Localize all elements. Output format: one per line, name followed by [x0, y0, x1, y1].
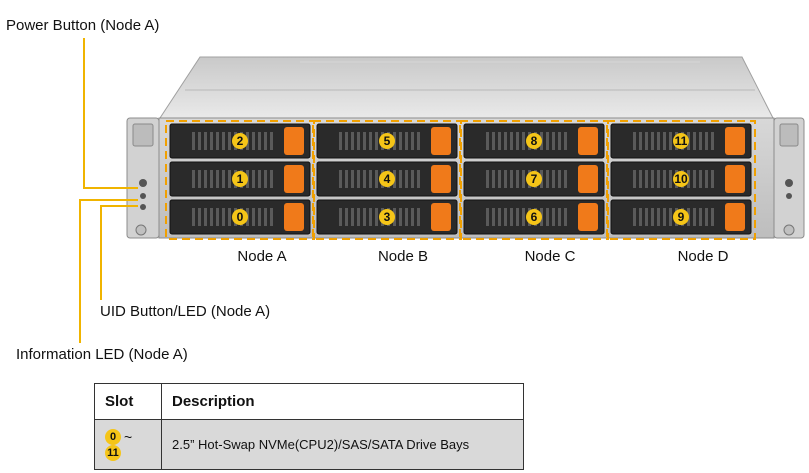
drive-latch [431, 203, 451, 231]
drive-latch [725, 203, 745, 231]
power-callout-line [83, 38, 138, 189]
slot-number-label: 0 [237, 210, 244, 224]
slot-number-badge [673, 171, 689, 187]
slot-number-badge [526, 133, 542, 149]
drive-bay: 6 [463, 199, 605, 235]
uid-led-icon [140, 193, 146, 199]
node-outline [312, 120, 462, 240]
info-led-icon [140, 204, 146, 210]
slot-number-badge [379, 171, 395, 187]
slot-number-badge [379, 133, 395, 149]
table-header-row: Slot Description [94, 383, 524, 420]
slot-number-label: 8 [531, 134, 538, 148]
slot-from-badge: 0 [105, 428, 121, 445]
slot-number-label: 1 [237, 172, 244, 186]
power-button-icon [139, 179, 147, 187]
drive-bay: 7 [463, 161, 605, 197]
table-row: 0~11 2.5” Hot-Swap NVMe(CPU2)/SAS/SATA D… [94, 419, 524, 471]
drive-latch [284, 203, 304, 231]
slot-number-label: 6 [531, 210, 538, 224]
drive-bay: 2 [169, 123, 311, 159]
slot-number-label: 9 [678, 210, 685, 224]
node-outline [459, 120, 609, 240]
info-callout-line [79, 199, 138, 343]
slot-range-cell: 0~11 [94, 419, 162, 471]
drive-bay: 5 [316, 123, 458, 159]
slot-number-badge [526, 171, 542, 187]
slot-number-badge [673, 209, 689, 225]
drive-latch [725, 165, 745, 193]
slot-number-badge [526, 209, 542, 225]
information-led-callout: Information LED (Node A) [16, 346, 188, 363]
drive-bay: 3 [316, 199, 458, 235]
drive-bay-description: 2.5” Hot-Swap NVMe(CPU2)/SAS/SATA Drive … [161, 419, 524, 471]
node-a-label: Node A [237, 248, 287, 265]
drive-latch [431, 165, 451, 193]
node-c-label: Node C [524, 248, 576, 265]
slot-to-badge: 11 [105, 445, 121, 462]
drive-bay: 4 [316, 161, 458, 197]
drive-bay: 11 [610, 123, 752, 159]
slot-number-label: 7 [531, 172, 538, 186]
slot-number-label: 2 [237, 134, 244, 148]
slot-header: Slot [94, 383, 162, 420]
node-b-label: Node B [377, 248, 429, 265]
uid-callout-line [100, 205, 138, 300]
chassis-top [159, 56, 774, 119]
drive-latch [578, 203, 598, 231]
slot-number-badge [379, 209, 395, 225]
slot-number-badge [232, 209, 248, 225]
node-outline [606, 120, 756, 240]
drive-bay: 9 [610, 199, 752, 235]
node-d-label: Node D [677, 248, 729, 265]
slot-number-label: 5 [384, 134, 391, 148]
uid-button-callout: UID Button/LED (Node A) [100, 303, 271, 320]
slot-number-badge [673, 133, 689, 149]
drive-bay: 8 [463, 123, 605, 159]
slot-number-label: 3 [384, 210, 391, 224]
drive-latch [725, 127, 745, 155]
slot-number-badge [232, 133, 248, 149]
drive-latch [578, 127, 598, 155]
slot-number-label: 11 [675, 134, 688, 148]
power-button-callout: Power Button (Node A) [6, 17, 160, 34]
drive-latch [284, 165, 304, 193]
drive-latch [578, 165, 598, 193]
drive-latch [284, 127, 304, 155]
description-header: Description [161, 383, 524, 420]
slot-number-label: 4 [384, 172, 391, 186]
drive-latch [431, 127, 451, 155]
slot-number-badge [232, 171, 248, 187]
drive-bay: 10 [610, 161, 752, 197]
slot-description-table: Slot Description 0~11 2.5” Hot-Swap NVMe… [94, 383, 524, 471]
slot-range-separator: ~ [124, 428, 133, 445]
node-outline [165, 120, 315, 240]
slot-number-label: 10 [674, 172, 688, 186]
drive-bay: 1 [169, 161, 311, 197]
drive-bay: 0 [169, 199, 311, 235]
